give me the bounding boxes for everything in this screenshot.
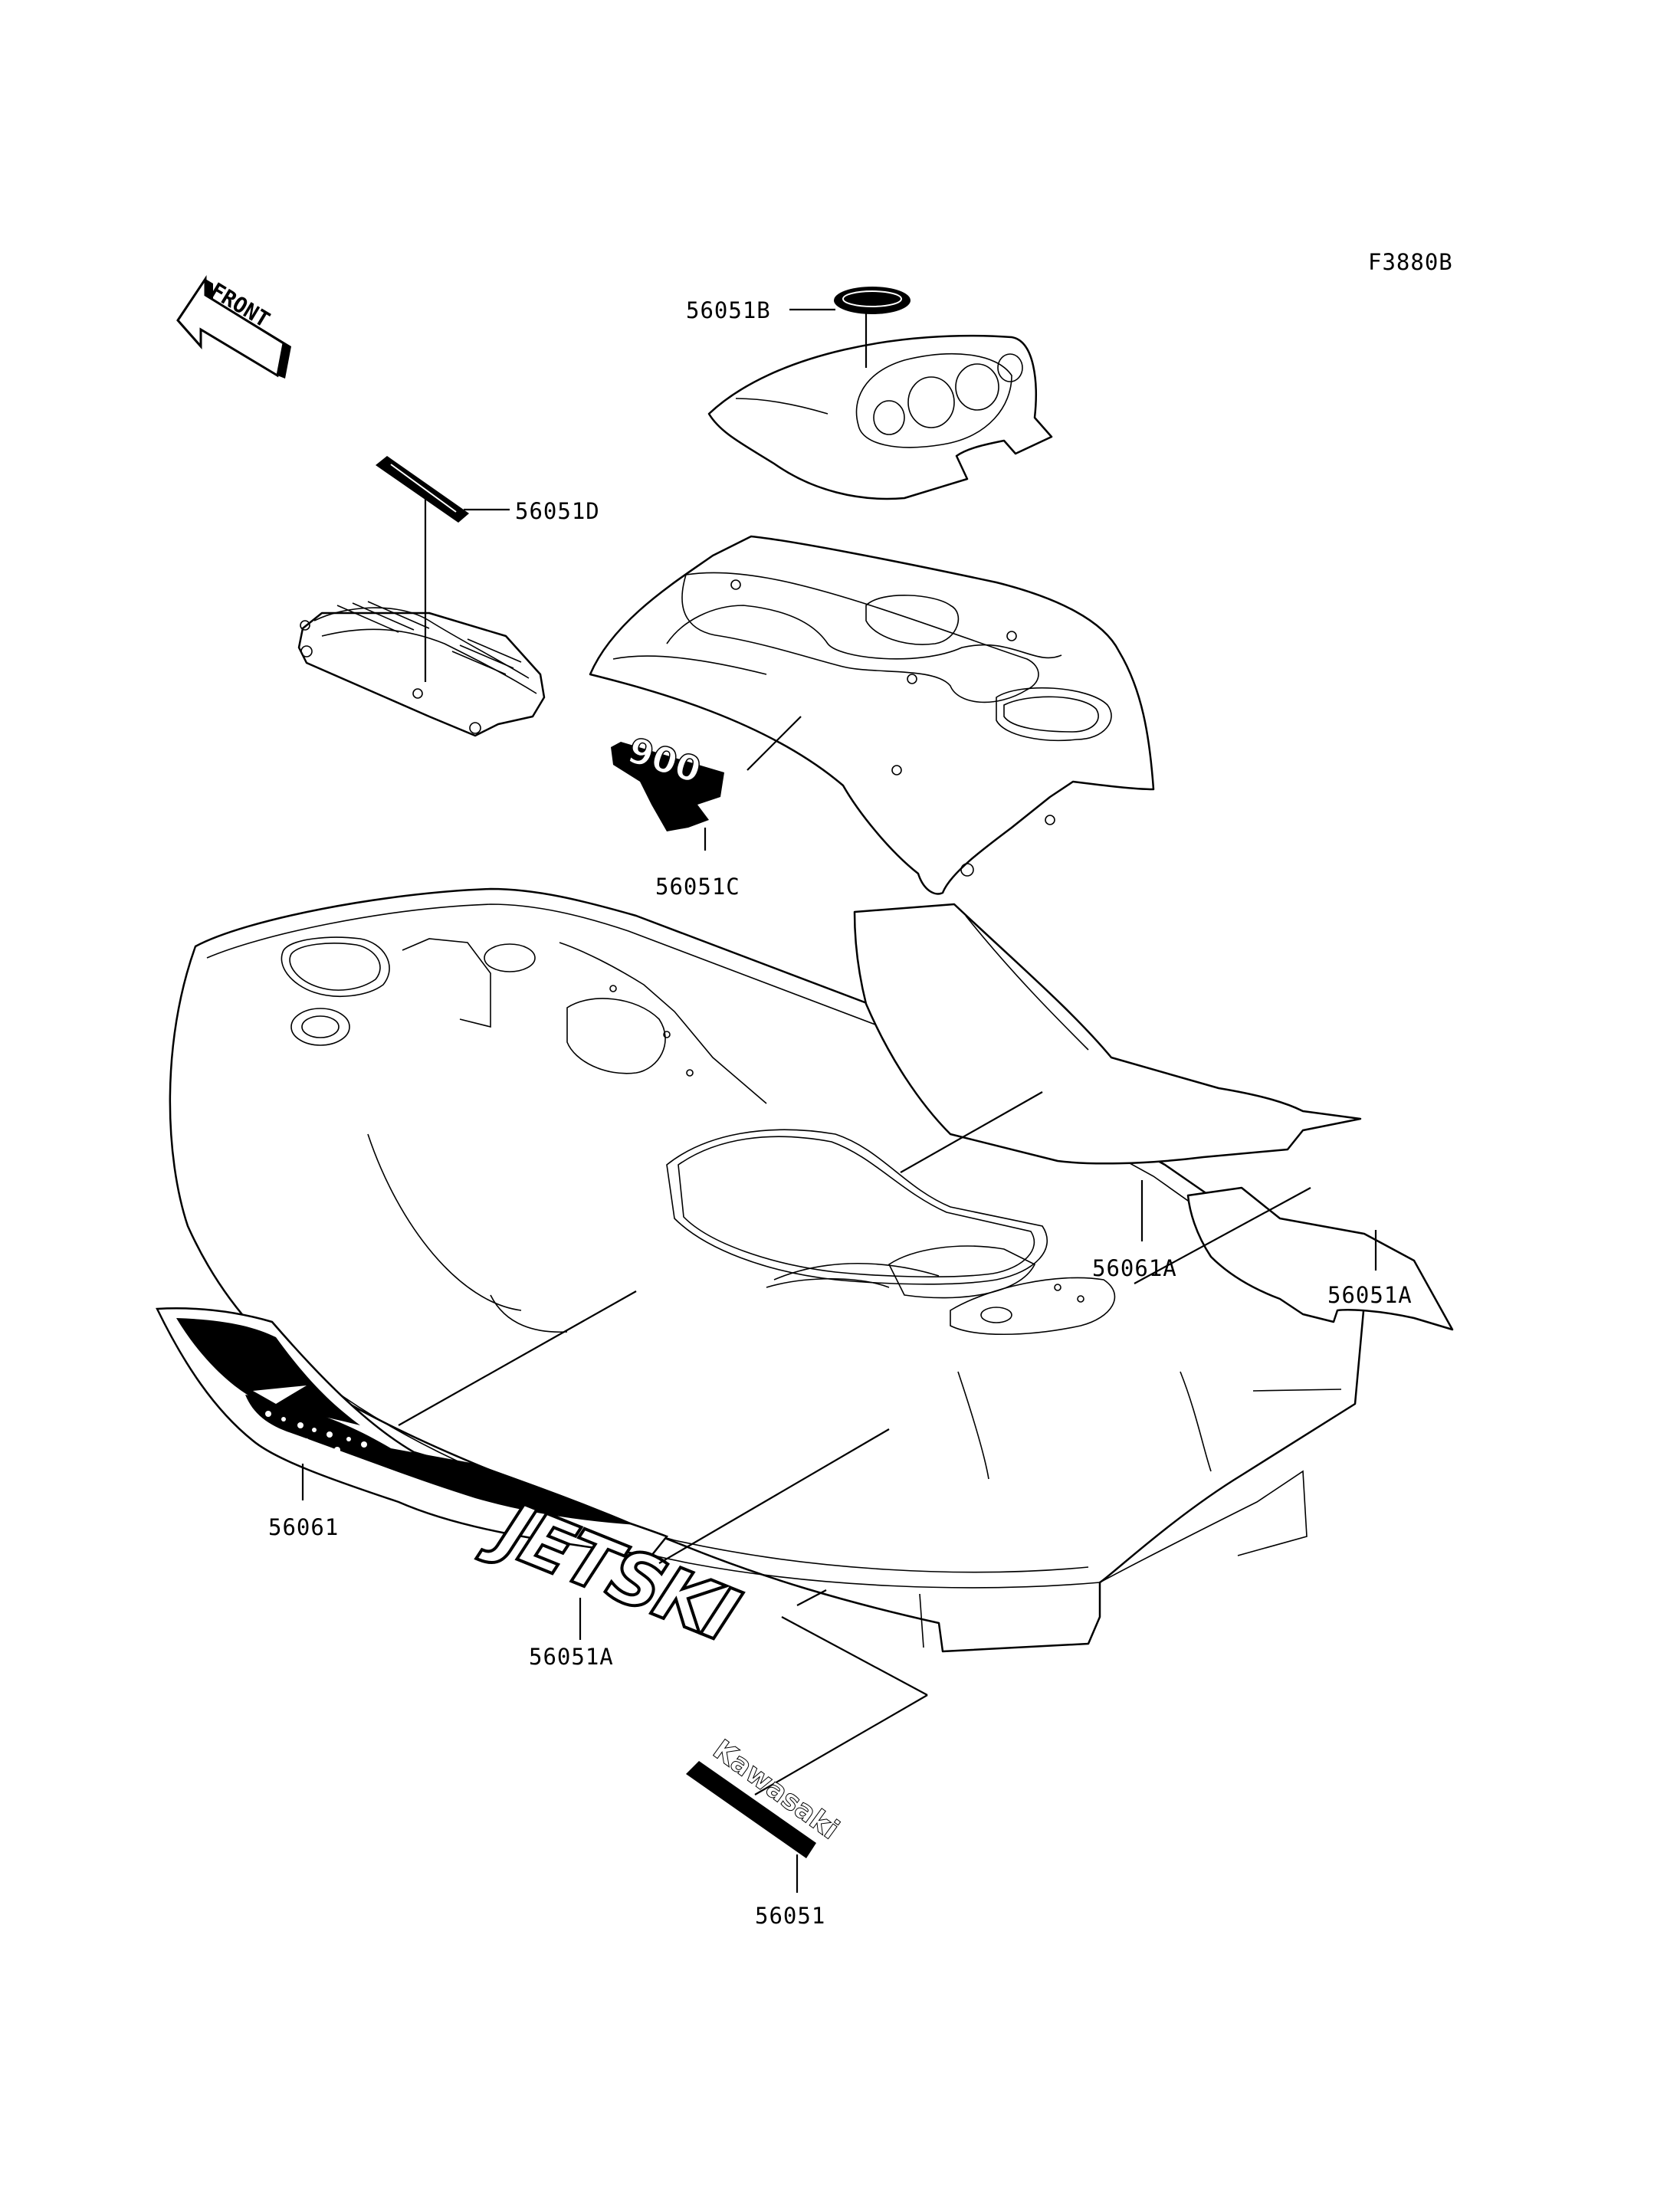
figure-code: F3880B <box>1368 249 1453 275</box>
decal-56051d <box>376 456 469 523</box>
hull-deck <box>169 887 1366 1653</box>
kawasaki-decal: Kawasaki <box>686 1733 845 1858</box>
stripe-decal-56061a <box>853 903 1362 1165</box>
engine-cover <box>297 601 546 737</box>
front-arrow-icon: FRONT <box>176 275 291 379</box>
callout-56061: 56061 <box>268 1514 339 1540</box>
callout-56051a-bottom: 56051A <box>529 1644 614 1670</box>
callout-56061a: 56061A <box>1092 1255 1177 1281</box>
callout-56051: 56051 <box>755 1903 825 1929</box>
upper-deck-seat <box>589 535 1155 895</box>
stripe-decal-56051a-right <box>1186 1186 1454 1331</box>
instrument-panel-cover <box>707 334 1053 500</box>
callout-56051a-right: 56051A <box>1327 1282 1413 1308</box>
decal-56051c: 900 <box>611 729 724 831</box>
side-graphic-56061 <box>156 1307 669 1557</box>
decal-900-text: 900 <box>623 729 706 791</box>
decal-56051b <box>834 287 911 314</box>
callout-56051c: 56051C <box>655 874 740 900</box>
callout-56051b: 56051B <box>686 297 771 323</box>
callout-56051d: 56051D <box>515 498 600 524</box>
